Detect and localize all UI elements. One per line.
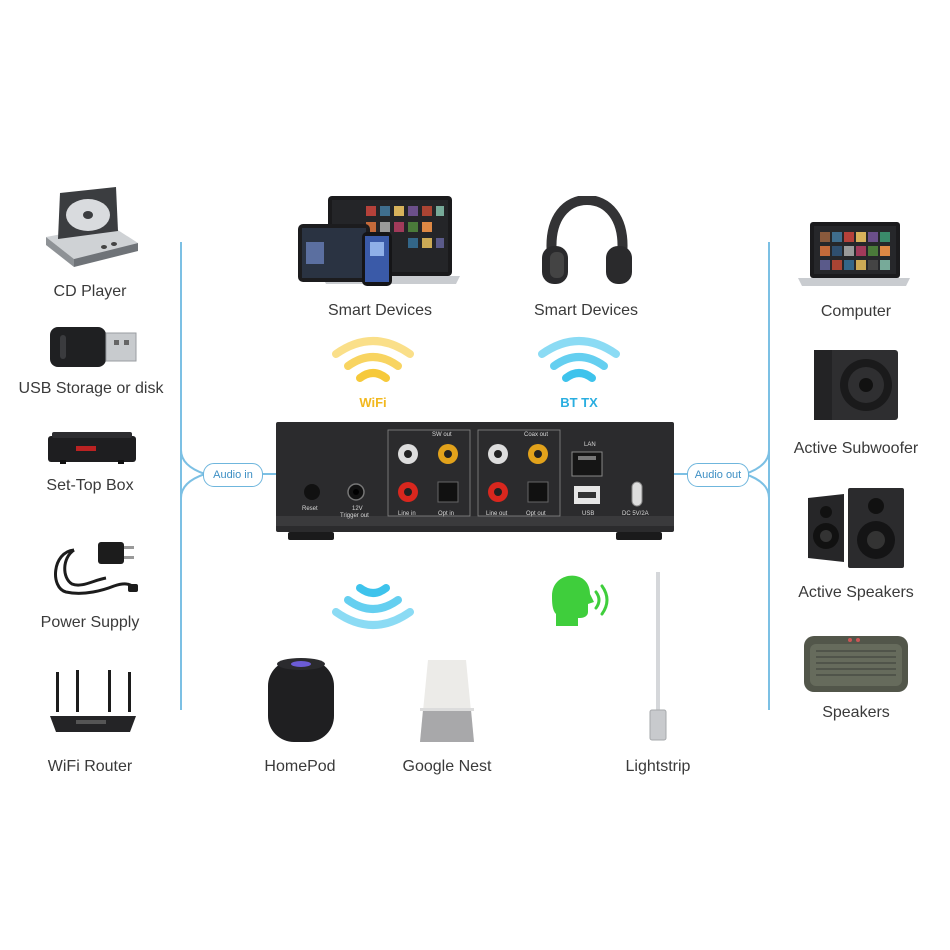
cd-player-label: CD Player	[53, 283, 127, 300]
lightstrip-label: Lightstrip	[625, 758, 691, 775]
opt-in-text: Opt in	[438, 511, 454, 517]
audio-out-pill: Audio out	[687, 463, 749, 487]
power-supply-label: Power Supply	[40, 614, 140, 631]
smart-devices-tablet-label: Smart Devices	[327, 302, 433, 319]
svg-text:12V: 12V	[352, 506, 363, 512]
google-nest-icon	[420, 660, 474, 742]
line-in-text: Line in	[398, 511, 416, 517]
coax-out-text: Coax out	[524, 432, 548, 438]
bookshelf-speakers-icon	[808, 488, 904, 568]
homepod-label: HomePod	[264, 758, 336, 775]
dc-text: DC 5V/2A	[622, 511, 649, 517]
smart-devices-headphones-label: Smart Devices	[533, 302, 639, 319]
router-icon	[50, 670, 136, 732]
wifi-label: WiFi	[359, 395, 387, 410]
voice-control-icon	[552, 575, 609, 626]
wifi-icon	[332, 337, 414, 382]
power-adapter-icon	[54, 542, 138, 595]
laptop-icon	[798, 222, 910, 286]
cd-player-icon	[46, 187, 138, 267]
speakers-label: Speakers	[822, 704, 890, 721]
set-top-box-icon	[48, 432, 136, 464]
reset-text: Reset	[302, 506, 318, 512]
portable-speaker-icon	[804, 636, 908, 692]
active-speakers-label: Active Speakers	[798, 584, 914, 601]
usb-text: USB	[582, 511, 594, 517]
usb-storage-label: USB Storage or disk	[18, 380, 164, 397]
subwoofer-icon	[814, 350, 898, 420]
svg-text:Trigger out: Trigger out	[340, 513, 369, 519]
wifi-router-label: WiFi Router	[47, 758, 133, 775]
wireless-wave-down-icon	[332, 584, 414, 629]
active-subwoofer-label: Active Subwoofer	[793, 440, 919, 457]
audio-in-pill: Audio in	[203, 463, 263, 487]
bluetooth-wave-icon	[538, 337, 620, 382]
usb-drive-icon	[50, 327, 137, 367]
google-nest-label: Google Nest	[402, 758, 492, 775]
homepod-icon	[268, 658, 334, 742]
tablet-phone-laptop-icon	[298, 196, 460, 286]
lan-text: LAN	[584, 442, 596, 448]
line-out-text: Line out	[486, 511, 508, 517]
lightstrip-icon	[649, 572, 667, 741]
streamer-back-panel: Reset 12V Trigger out SW out Line in Opt…	[276, 422, 674, 540]
headphones-icon	[542, 196, 632, 284]
computer-label: Computer	[820, 303, 892, 320]
opt-out-text: Opt out	[526, 511, 546, 517]
set-top-box-label: Set-Top Box	[46, 477, 134, 494]
bt-tx-label: BT TX	[560, 395, 598, 410]
sw-out-text: SW out	[432, 432, 452, 438]
